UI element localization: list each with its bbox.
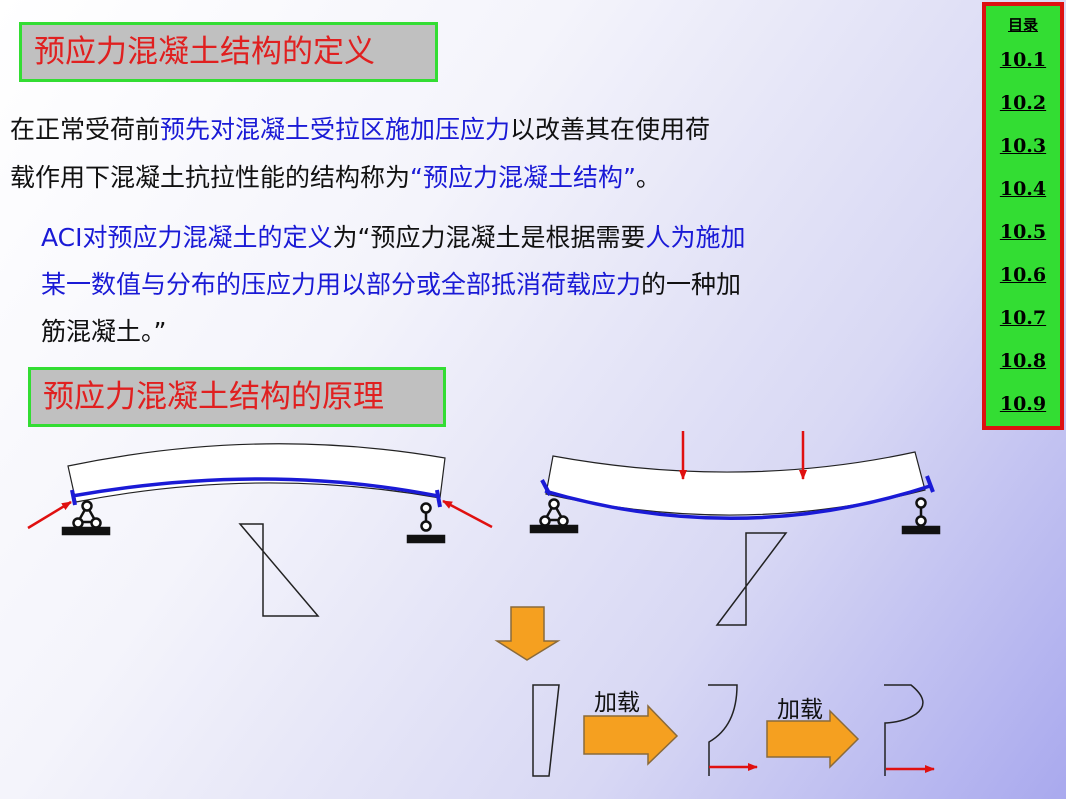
left-anchor-mark: [70, 489, 77, 506]
right-prestress-arrow: [442, 499, 493, 529]
section-title-principle: 预应力混凝土结构的原理: [28, 367, 446, 427]
text-segment-emphasis: 人为施加: [645, 223, 746, 252]
left-beam-outline: [67, 443, 446, 503]
text-segment-emphasis: 预先对混凝土受拉区施加压应力: [160, 115, 511, 144]
toc-link-10-2[interactable]: 10.2: [999, 92, 1047, 114]
aci-definition-paragraph: ACI对预应力混凝土的定义为“预应力混凝土是根据需要人为施加 某一数值与分布的压…: [41, 214, 745, 355]
load-arrow-icon-1: [583, 704, 679, 766]
definition-paragraph: 在正常受荷前预先对混凝土受拉区施加压应力以改善其在使用荷 载作用下混凝土抗拉性能…: [10, 106, 710, 202]
pin-support-icon: [61, 500, 111, 536]
toc-link-10-9[interactable]: 10.9: [999, 393, 1047, 415]
definition-line-1: 在正常受荷前预先对混凝土受拉区施加压应力以改善其在使用荷: [10, 106, 710, 154]
toc-link-10-1[interactable]: 10.1: [999, 49, 1047, 71]
right-beam-left-anchor-mark: [540, 479, 552, 496]
right-beam-outline: [545, 451, 926, 516]
text-segment-emphasis: ACI对预应力混凝土的定义: [41, 223, 333, 252]
left-stress-diagram: [238, 523, 320, 617]
pin-support-icon: [529, 498, 579, 534]
left-beam-group: [27, 443, 493, 617]
right-anchor-mark: [435, 489, 442, 508]
definition-line-2: 载作用下混凝土抗拉性能的结构称为“预应力混凝土结构”。: [10, 154, 710, 202]
right-stress-diagram: [715, 532, 788, 626]
text-segment-emphasis: “预应力混凝土结构”: [410, 163, 636, 192]
text-segment: 的一种加: [641, 270, 742, 299]
stress-block-initial: [532, 684, 560, 777]
right-beam-group: [529, 431, 941, 626]
toc-link-10-8[interactable]: 10.8: [999, 350, 1047, 372]
text-segment: 载作用下混凝土抗拉性能的结构称为: [10, 163, 411, 192]
text-segment: 为“预应力混凝土是根据需要: [332, 223, 646, 252]
aci-line-3: 筋混凝土。”: [41, 308, 745, 355]
stress-block-after-load-1: [708, 684, 738, 776]
roller-support-icon: [901, 497, 941, 535]
aci-line-1: ACI对预应力混凝土的定义为“预应力混凝土是根据需要人为施加: [41, 214, 745, 261]
text-segment: 。: [635, 163, 661, 192]
text-segment: 以改善其在使用荷: [510, 115, 711, 144]
loading-label-2: 加载: [777, 697, 823, 723]
toc-link-10-7[interactable]: 10.7: [999, 307, 1047, 329]
roller-support-icon: [406, 502, 446, 544]
text-segment: 在正常受荷前: [10, 115, 161, 144]
loading-label-1: 加载: [594, 690, 640, 716]
right-beam-right-anchor-mark: [925, 475, 935, 493]
left-beam-tendon: [71, 477, 439, 498]
stress-block-after-load-2: [884, 684, 924, 776]
toc-link-10-4[interactable]: 10.4: [999, 178, 1047, 200]
aci-line-2: 某一数值与分布的压应力用以部分或全部抵消荷载应力的一种加: [41, 261, 745, 308]
text-segment: 筋混凝土。”: [41, 317, 167, 346]
table-of-contents: 目录 10.1 10.2 10.3 10.4 10.5 10.6 10.7 10…: [982, 2, 1064, 430]
section-title-definition: 预应力混凝土结构的定义: [19, 22, 438, 82]
load-arrow-icon-2: [766, 709, 860, 769]
left-prestress-arrow: [27, 500, 72, 530]
toc-link-10-6[interactable]: 10.6: [999, 264, 1047, 286]
toc-title-link[interactable]: 目录: [1007, 16, 1038, 34]
down-arrow-icon: [494, 606, 561, 661]
toc-link-10-3[interactable]: 10.3: [999, 135, 1047, 157]
toc-link-10-5[interactable]: 10.5: [999, 221, 1047, 243]
right-beam-tendon: [544, 484, 931, 520]
text-segment-emphasis: 某一数值与分布的压应力用以部分或全部抵消荷载应力: [41, 270, 642, 299]
